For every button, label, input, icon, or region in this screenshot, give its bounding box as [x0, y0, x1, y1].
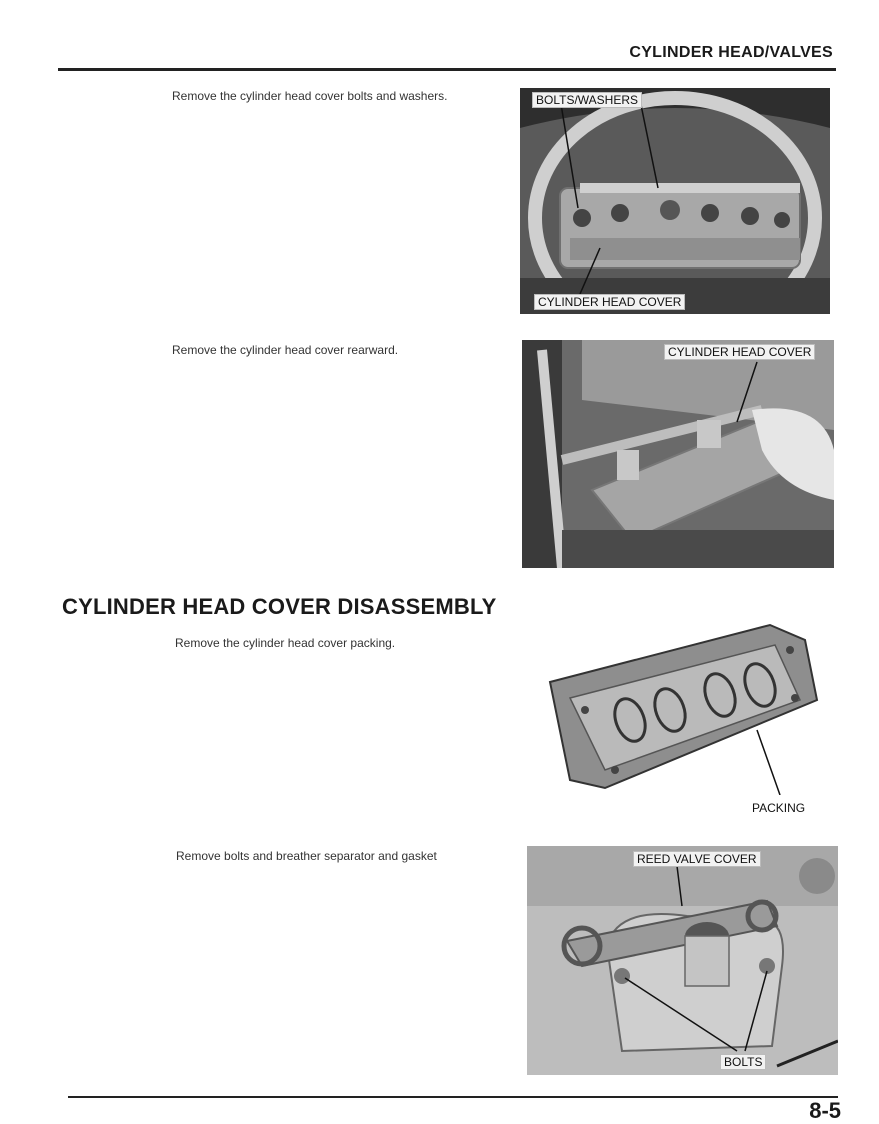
section-title: CYLINDER HEAD/VALVES — [629, 44, 833, 61]
step-1-photo: BOLTS/WASHERS CYLINDER HEAD COVER — [520, 88, 830, 314]
label-cylinder-head-cover-2: CYLINDER HEAD COVER — [664, 344, 816, 360]
header-rule — [58, 68, 836, 71]
step-4-photo: REED VALVE COVER BOLTS — [527, 846, 838, 1075]
footer-rule — [68, 1096, 838, 1098]
label-packing: PACKING — [752, 801, 806, 815]
step-3-text: Remove the cylinder head cover packing. — [175, 636, 396, 650]
label-reed-valve-cover: REED VALVE COVER — [633, 851, 761, 867]
label-bolts-washers: BOLTS/WASHERS — [532, 92, 643, 108]
step-2-text: Remove the cylinder head cover rearward. — [172, 343, 399, 357]
step-3-photo — [545, 620, 820, 796]
label-cylinder-head-cover: CYLINDER HEAD COVER — [534, 294, 686, 310]
step-2-photo: CYLINDER HEAD COVER — [522, 340, 834, 568]
step-1-text: Remove the cylinder head cover bolts and… — [172, 89, 448, 103]
section-heading: CYLINDER HEAD COVER DISASSEMBLY — [62, 594, 497, 619]
step-4-text: Remove bolts and breather separator and … — [176, 849, 437, 863]
label-bolts: BOLTS — [720, 1054, 767, 1070]
page-number: 8-5 — [809, 1098, 841, 1123]
